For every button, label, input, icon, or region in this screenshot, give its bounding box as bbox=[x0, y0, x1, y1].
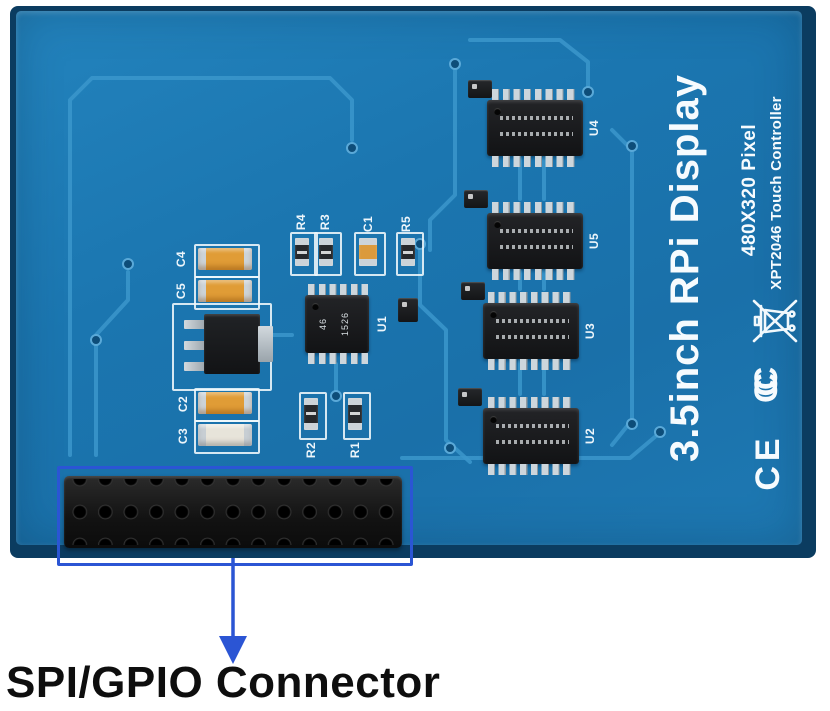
silk-label-c1: C1 bbox=[361, 215, 375, 233]
chip-marking bbox=[500, 116, 574, 120]
resistor-r5 bbox=[401, 238, 415, 266]
u5-pins-top bbox=[492, 202, 578, 213]
silk-outline-r3 bbox=[314, 232, 342, 276]
capacitor-c3 bbox=[198, 424, 252, 446]
silk-label-u3: U3 bbox=[583, 322, 597, 340]
annotation-highlight-box bbox=[57, 466, 413, 566]
ccc-mark: CCC bbox=[748, 383, 784, 403]
silk-outline-r4 bbox=[290, 232, 318, 276]
chip-marking bbox=[496, 319, 570, 323]
chip-marking bbox=[496, 440, 570, 444]
capacitor-c4 bbox=[198, 248, 252, 270]
silk-label-u5: U5 bbox=[587, 232, 601, 250]
smd-component bbox=[458, 388, 482, 406]
u2-pins-bottom bbox=[488, 464, 574, 475]
chip-marking bbox=[500, 229, 574, 233]
resistor-r3 bbox=[319, 238, 333, 266]
annotation-arrow bbox=[219, 558, 247, 664]
u1-marking-line2: 1526 bbox=[340, 311, 350, 337]
chip-u5 bbox=[487, 213, 583, 269]
smd-component bbox=[468, 80, 492, 98]
chip-marking bbox=[496, 335, 570, 339]
silk-label-r2: R2 bbox=[304, 441, 318, 459]
u1-marking-line1: 46 bbox=[318, 318, 328, 331]
chip-marking bbox=[500, 132, 574, 136]
pin1-dimple bbox=[494, 108, 501, 115]
silk-label-c5: C5 bbox=[174, 282, 188, 300]
silk-outline-r2 bbox=[299, 392, 327, 440]
board-resolution: 480X320 Pixel bbox=[739, 123, 760, 257]
smd-component bbox=[398, 298, 418, 322]
regulator-leg bbox=[184, 320, 206, 329]
chip-u4 bbox=[487, 100, 583, 156]
capacitor-c2 bbox=[198, 392, 252, 414]
silk-label-u4: U4 bbox=[587, 119, 601, 137]
silk-label-c4: C4 bbox=[174, 250, 188, 268]
smd-component bbox=[461, 282, 485, 300]
silk-outline-c3 bbox=[194, 420, 260, 454]
resistor-r1 bbox=[348, 398, 362, 430]
u1-pins-bottom bbox=[308, 353, 368, 364]
silk-label-r3: R3 bbox=[318, 213, 332, 231]
pin1-dimple bbox=[494, 221, 501, 228]
gpio-pin-holes bbox=[67, 479, 399, 545]
chip-u3 bbox=[483, 303, 579, 359]
capacitor-c1 bbox=[359, 238, 377, 266]
u4-pins-bottom bbox=[492, 156, 578, 167]
regulator-leg bbox=[184, 341, 206, 350]
board-title: 3.5inch RPi Display bbox=[663, 73, 707, 463]
u1-pins-top bbox=[308, 284, 368, 295]
regulator-leg bbox=[184, 362, 206, 371]
silk-label-r5: R5 bbox=[399, 215, 413, 233]
silk-label-r4: R4 bbox=[294, 213, 308, 231]
chip-marking bbox=[500, 245, 574, 249]
chip-marking bbox=[496, 424, 570, 428]
voltage-regulator bbox=[204, 314, 260, 374]
chip-u1 bbox=[305, 295, 369, 353]
silk-outline-c1 bbox=[354, 232, 386, 276]
regulator-tab bbox=[258, 326, 273, 362]
annotation-caption: SPI/GPIO Connector bbox=[6, 658, 441, 707]
capacitor-c5 bbox=[198, 280, 252, 302]
silk-label-u1: U1 bbox=[375, 315, 389, 333]
u2-pins-top bbox=[488, 397, 574, 408]
silk-outline-c5 bbox=[194, 276, 260, 310]
board-touch-controller: XPT2046 Touch Controller bbox=[768, 96, 785, 290]
gpio-connector bbox=[64, 476, 402, 548]
weee-crossed-bin-icon bbox=[752, 299, 798, 343]
silk-label-c3: C3 bbox=[176, 427, 190, 445]
pin1-dimple bbox=[490, 311, 497, 318]
pin1-dimple bbox=[490, 416, 497, 423]
u3-pins-top bbox=[488, 292, 574, 303]
u4-pins-top bbox=[492, 89, 578, 100]
silk-outline-r5 bbox=[396, 232, 424, 276]
resistor-r4 bbox=[295, 238, 309, 266]
ce-mark: CE bbox=[749, 433, 787, 491]
smd-component bbox=[464, 190, 488, 208]
u5-pins-bottom bbox=[492, 269, 578, 280]
silk-label-u2: U2 bbox=[583, 427, 597, 445]
chip-u2 bbox=[483, 408, 579, 464]
resistor-r2 bbox=[304, 398, 318, 430]
silk-label-r1: R1 bbox=[348, 441, 362, 459]
u3-pins-bottom bbox=[488, 359, 574, 370]
silk-outline-r1 bbox=[343, 392, 371, 440]
silk-label-c2: C2 bbox=[176, 395, 190, 413]
pin1-dimple bbox=[312, 303, 319, 310]
